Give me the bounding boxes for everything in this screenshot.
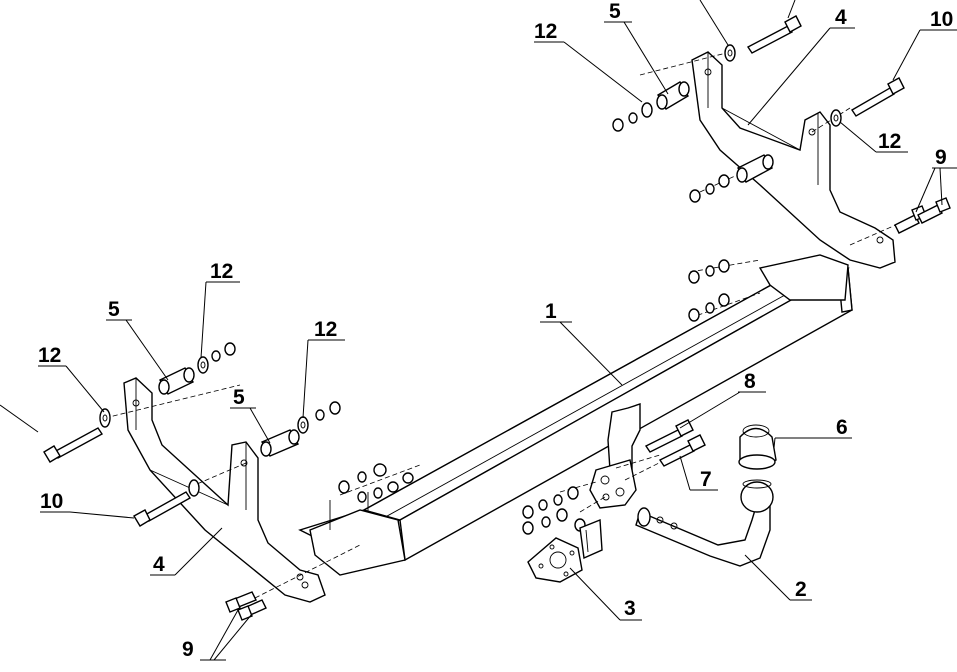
callout-3: 3 — [624, 597, 636, 620]
callout-6: 6 — [836, 416, 848, 439]
callout-12-far-left: 12 — [38, 344, 61, 367]
callout-10-left: 10 — [40, 490, 63, 513]
callout-4-right: 4 — [835, 6, 847, 29]
callout-labels: 1 2 3 4 4 5 5 5 6 7 8 9 9 10 10 12 12 12… — [38, 0, 953, 661]
bolt-left-upper — [43, 427, 104, 463]
callout-4-left: 4 — [153, 553, 165, 576]
right-side-arm — [691, 51, 896, 269]
washers-and-nuts — [99, 44, 842, 535]
callout-5-right: 5 — [609, 0, 621, 23]
bolt-right-lower — [851, 77, 905, 117]
ball-cover — [738, 424, 777, 470]
callout-7: 7 — [700, 468, 712, 491]
bolt-right-short-pair — [894, 197, 951, 234]
callout-12-left-lower: 12 — [314, 318, 337, 341]
callout-1: 1 — [545, 300, 557, 323]
callout-10-right: 10 — [930, 8, 953, 31]
bolt-7 — [658, 434, 706, 467]
callout-8: 8 — [744, 370, 756, 393]
callout-12-top: 12 — [534, 20, 557, 43]
callout-5-left-lower: 5 — [233, 386, 245, 409]
towball-assembly — [635, 424, 777, 567]
callout-9-left: 9 — [182, 638, 194, 661]
bolts — [43, 15, 951, 621]
spacer-tubes — [158, 81, 774, 457]
callout-2: 2 — [795, 578, 807, 601]
bolt-left-lower — [133, 491, 192, 527]
spacer-left-lower — [260, 429, 300, 457]
callout-12-right: 12 — [878, 130, 901, 153]
cross-beam — [298, 254, 853, 576]
callout-5-left-upper: 5 — [108, 298, 120, 321]
bolt-right-upper — [746, 15, 802, 54]
callout-12-left-upper: 12 — [210, 260, 233, 283]
left-side-arm — [123, 377, 326, 603]
spacer-right-upper — [656, 81, 690, 110]
bolt-8 — [644, 419, 694, 453]
spacer-left-upper — [158, 367, 195, 395]
callout-9-right: 9 — [935, 146, 947, 169]
spacer-right-lower — [736, 154, 774, 183]
socket-plate — [527, 518, 603, 583]
bolt-left-short-pair — [225, 591, 267, 621]
